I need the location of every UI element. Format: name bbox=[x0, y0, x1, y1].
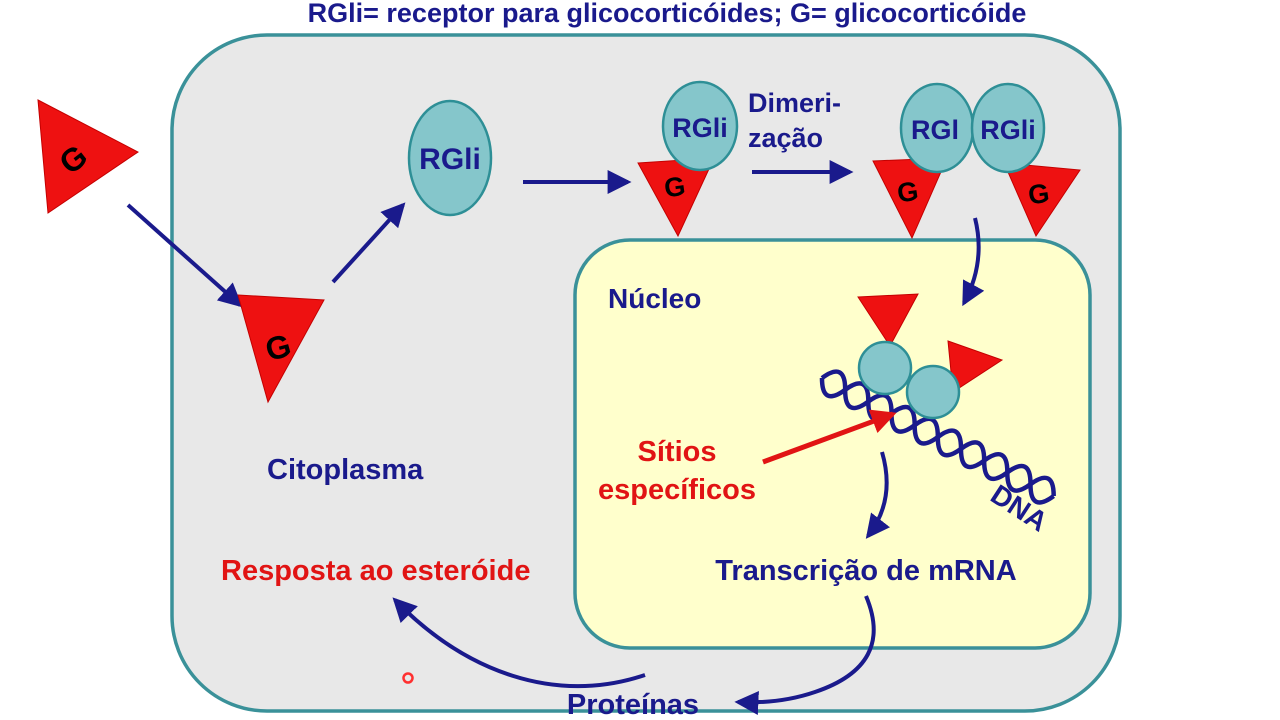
dna-helix bbox=[819, 369, 1056, 505]
arrow-dna-to-transcription bbox=[865, 451, 890, 539]
dimer-receptor-blob-right bbox=[970, 82, 1046, 174]
arrow-g-entering-cell bbox=[126, 203, 243, 308]
dimer-g-label-right: G bbox=[1026, 178, 1051, 211]
bound-receptor-blob-left bbox=[857, 340, 913, 396]
monomer-receptor-blob bbox=[661, 80, 739, 172]
dimerization-label-line2: zação bbox=[748, 123, 823, 153]
dna-strand-b bbox=[819, 377, 1056, 497]
steroid-response-label: Resposta ao esteróide bbox=[221, 555, 530, 587]
nucleus-envelope bbox=[573, 238, 1092, 650]
transcription-label: Transcrição de mRNA bbox=[715, 555, 1016, 587]
bound-g-triangle-left bbox=[857, 293, 919, 347]
arrow-transcription-to-proteins bbox=[734, 595, 876, 715]
nucleus-label: Núcleo bbox=[608, 283, 701, 314]
specific-sites-label-line2: específicos bbox=[598, 474, 756, 506]
specific-sites-label-line1: Sítios bbox=[638, 436, 717, 468]
bound-g-triangle-right bbox=[947, 340, 1004, 393]
dimer-g-triangle-left bbox=[872, 157, 948, 240]
receptor-free-label: RGli bbox=[419, 143, 481, 176]
dimer-receptor-label-left: RGl bbox=[911, 115, 959, 145]
monomer-g-label: G bbox=[662, 171, 687, 204]
arrow-g-to-receptor bbox=[331, 202, 406, 284]
dimerization-label-line1: Dimeri- bbox=[748, 88, 841, 118]
arrow-dimer-to-nucleus bbox=[962, 217, 985, 307]
g-triangle-outside bbox=[37, 99, 139, 214]
monomer-receptor-label: RGli bbox=[672, 113, 728, 143]
bound-receptor-blob-right bbox=[905, 364, 961, 420]
dimer-receptor-label-right: RGli bbox=[980, 115, 1036, 145]
proteins-label: Proteínas bbox=[567, 689, 699, 720]
diagram-title: RGli= receptor para glicocorticóides; G=… bbox=[308, 0, 1027, 28]
dimer-g-triangle-right bbox=[1003, 162, 1081, 238]
receptor-free-blob bbox=[407, 99, 493, 217]
arrow-specific-sites bbox=[762, 409, 897, 465]
pointer-dot-icon bbox=[402, 672, 414, 684]
dimer-g-label-left: G bbox=[895, 176, 920, 209]
g-triangle-cytoplasm bbox=[237, 294, 325, 404]
arrow-proteins-to-response bbox=[392, 597, 646, 688]
cytoplasm-label: Citoplasma bbox=[267, 454, 424, 486]
